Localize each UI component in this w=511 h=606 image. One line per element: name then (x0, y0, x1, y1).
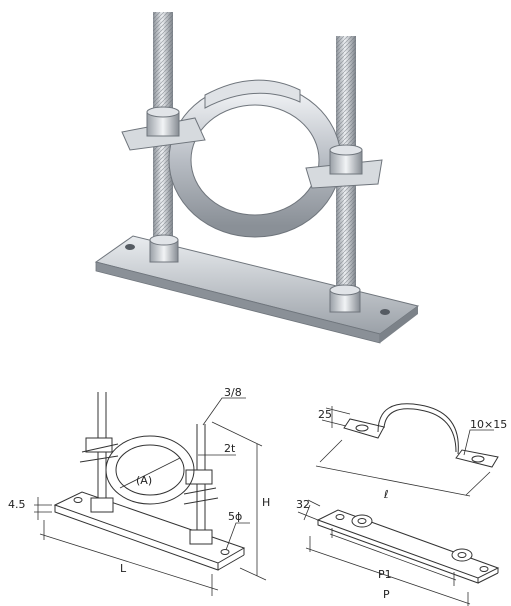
pipe-band (168, 79, 342, 238)
label-bolt-size: 3/8 (224, 386, 242, 399)
label-thickness: 2t (224, 442, 236, 455)
label-pitch-p: P (383, 588, 390, 601)
strap-dimensions (315, 406, 494, 497)
plate-hole-left (125, 244, 135, 250)
product-photo (94, 12, 420, 344)
base-plate (94, 235, 420, 344)
label-strap-length: ℓ (383, 488, 389, 501)
label-height: H (262, 496, 270, 509)
left-flange (121, 106, 206, 151)
label-plate-width: 32 (296, 498, 310, 511)
base-plate-labels: 32 P1 P (296, 498, 392, 601)
strap-labels: 25 10×15 ℓ (318, 408, 507, 501)
label-pipe-size: (A) (136, 474, 152, 487)
assembly-dimensions (34, 397, 267, 596)
base-plate-drawing (316, 509, 500, 584)
right-flange (305, 144, 383, 189)
assembly-labels: 3/8 2t (A) 4.5 5ϕ H L (8, 386, 270, 575)
label-length: L (120, 562, 127, 575)
strap-drawing (343, 403, 499, 468)
assembly-drawing (53, 392, 246, 571)
plate-hole-right (380, 309, 390, 315)
label-slot-size: 10×15 (470, 418, 507, 431)
drawing-base-plate (53, 491, 246, 564)
label-hole-dia: 5ϕ (228, 510, 242, 523)
left-bottom-nut (149, 234, 179, 263)
base-plate-dimensions (297, 499, 471, 606)
label-strap-width: 25 (318, 408, 332, 421)
drawing-pipe-band (105, 435, 195, 505)
label-plate-thickness: 4.5 (8, 498, 26, 511)
right-bottom-nut (329, 284, 361, 313)
label-pitch-p1: P1 (378, 568, 392, 581)
